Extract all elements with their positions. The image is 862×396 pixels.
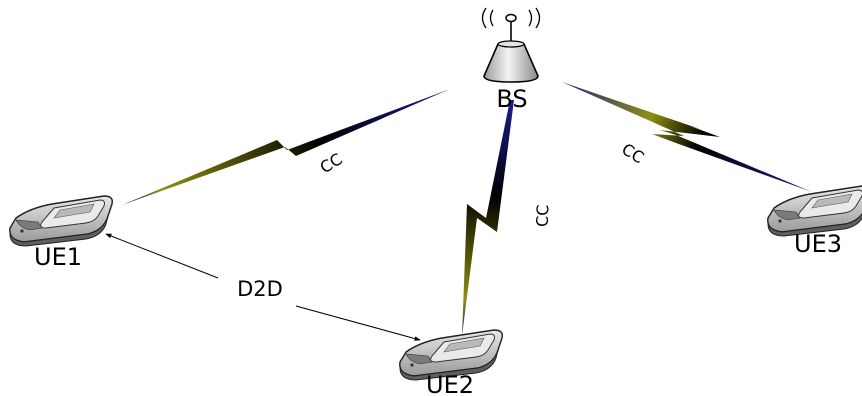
cc-label-ue1: CC (317, 149, 346, 177)
mobile-phone-icon (9, 195, 114, 247)
ue3-node: UE3 (767, 185, 862, 258)
cc-label-ue2: CC (533, 204, 553, 227)
lightning-bolt-icon (122, 89, 450, 205)
bs-label: BS (496, 85, 527, 113)
base-station-icon (481, 7, 541, 83)
d2d-arrow-lower (295, 305, 421, 341)
mobile-phone-icon (767, 185, 862, 237)
ue2-label: UE2 (426, 371, 474, 396)
ue1-label: UE1 (34, 243, 82, 271)
d2d-link: D2D (105, 233, 421, 341)
cc-link-ue2 (462, 100, 514, 336)
d2d-label: D2D (237, 277, 283, 301)
base-station: BS (481, 7, 541, 113)
cc-link-ue3 (562, 82, 812, 192)
ue2-node: UE2 (399, 329, 504, 396)
lightning-bolt-icon (562, 82, 812, 192)
cc-label-ue3: CC (618, 139, 647, 167)
cc-link-ue1 (122, 89, 450, 205)
lightning-bolt-icon (462, 100, 514, 336)
d2d-arrow-upper (105, 233, 219, 279)
ue1-node: UE1 (9, 195, 114, 271)
ue3-label: UE3 (794, 230, 842, 258)
